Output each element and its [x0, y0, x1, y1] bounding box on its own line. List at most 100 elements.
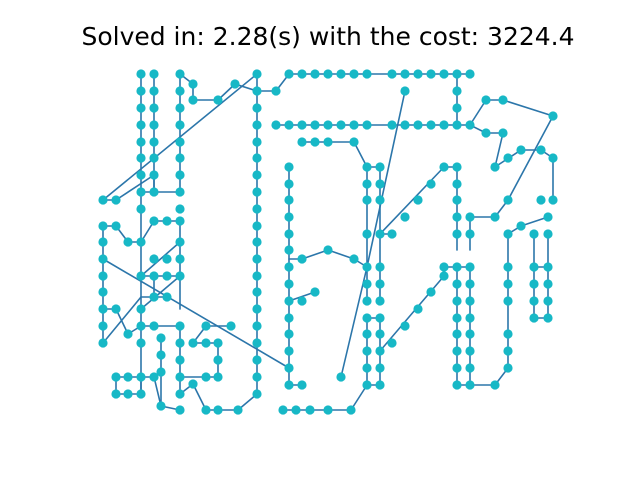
route-node — [452, 279, 462, 289]
route-node — [149, 86, 159, 96]
route-node — [375, 329, 385, 339]
route-node — [175, 103, 185, 113]
route-node — [400, 120, 410, 130]
route-node — [465, 329, 475, 339]
route-node — [149, 254, 159, 264]
route-node — [362, 329, 372, 339]
route-node — [284, 69, 294, 79]
route-node — [536, 145, 546, 155]
route-node — [98, 304, 108, 314]
route-node — [543, 262, 553, 272]
route-node — [98, 221, 108, 231]
route-node — [336, 372, 346, 382]
diagram-title: Solved in: 2.28(s) with the cost: 3224.4 — [81, 22, 575, 51]
route-node — [503, 296, 513, 306]
route-node — [297, 254, 307, 264]
route-node — [452, 162, 462, 172]
route-node — [362, 179, 372, 189]
route-node — [111, 195, 121, 205]
route-node — [323, 69, 333, 79]
route-node — [413, 120, 423, 130]
route-edge — [379, 166, 445, 235]
route-node — [362, 195, 372, 205]
route-node — [375, 162, 385, 172]
route-node — [452, 296, 462, 306]
route-edge — [494, 132, 504, 168]
route-node — [536, 195, 546, 205]
route-node — [252, 338, 262, 348]
route-node — [413, 304, 423, 314]
route-node — [297, 137, 307, 147]
route-node — [439, 162, 449, 172]
route-node — [213, 338, 223, 348]
route-node — [362, 162, 372, 172]
route-edge — [353, 141, 368, 168]
route-node — [452, 120, 462, 130]
route-node — [136, 372, 146, 382]
route-node — [136, 86, 146, 96]
route-node — [503, 229, 513, 239]
route-node — [346, 405, 356, 415]
route-node — [291, 405, 301, 415]
route-node — [362, 120, 372, 130]
route-node — [310, 120, 320, 130]
route-node — [136, 187, 146, 197]
route-node — [498, 128, 508, 138]
route-node — [252, 103, 262, 113]
route-node — [284, 245, 294, 255]
route-node — [136, 153, 146, 163]
route-node — [123, 329, 133, 339]
route-node — [529, 279, 539, 289]
route-node — [252, 204, 262, 214]
route-node — [111, 221, 121, 231]
route-node — [149, 153, 159, 163]
route-node — [543, 229, 553, 239]
route-node — [98, 287, 108, 297]
route-node — [162, 271, 172, 281]
route-node — [375, 380, 385, 390]
route-node — [284, 212, 294, 222]
route-node — [175, 372, 185, 382]
route-node — [387, 120, 397, 130]
route-node — [252, 170, 262, 180]
route-node — [175, 86, 185, 96]
route-node — [362, 363, 372, 373]
route-node — [149, 170, 159, 180]
route-node — [111, 304, 121, 314]
route-node — [149, 321, 159, 331]
route-node — [503, 262, 513, 272]
route-node — [252, 237, 262, 247]
route-node — [310, 287, 320, 297]
route-node — [426, 120, 436, 130]
route-node — [426, 287, 436, 297]
route-node — [284, 229, 294, 239]
route-node — [465, 69, 475, 79]
route-node — [149, 372, 159, 382]
route-node — [387, 338, 397, 348]
route-node — [336, 120, 346, 130]
route-edge — [153, 376, 162, 407]
route-node — [310, 137, 320, 147]
route-node — [465, 296, 475, 306]
route-node — [503, 153, 513, 163]
route-node — [284, 296, 294, 306]
route-node — [175, 153, 185, 163]
route-node — [284, 120, 294, 130]
route-node — [175, 389, 185, 399]
route-node — [452, 346, 462, 356]
route-node — [252, 69, 262, 79]
route-node — [452, 212, 462, 222]
route-node — [362, 69, 372, 79]
route-node — [98, 195, 108, 205]
route-node — [252, 254, 262, 264]
route-node — [362, 296, 372, 306]
route-node — [481, 128, 491, 138]
route-node — [284, 380, 294, 390]
route-node — [188, 95, 198, 105]
route-node — [201, 321, 211, 331]
route-node — [297, 296, 307, 306]
route-node — [543, 279, 553, 289]
route-node — [156, 350, 166, 360]
route-node — [136, 120, 146, 130]
